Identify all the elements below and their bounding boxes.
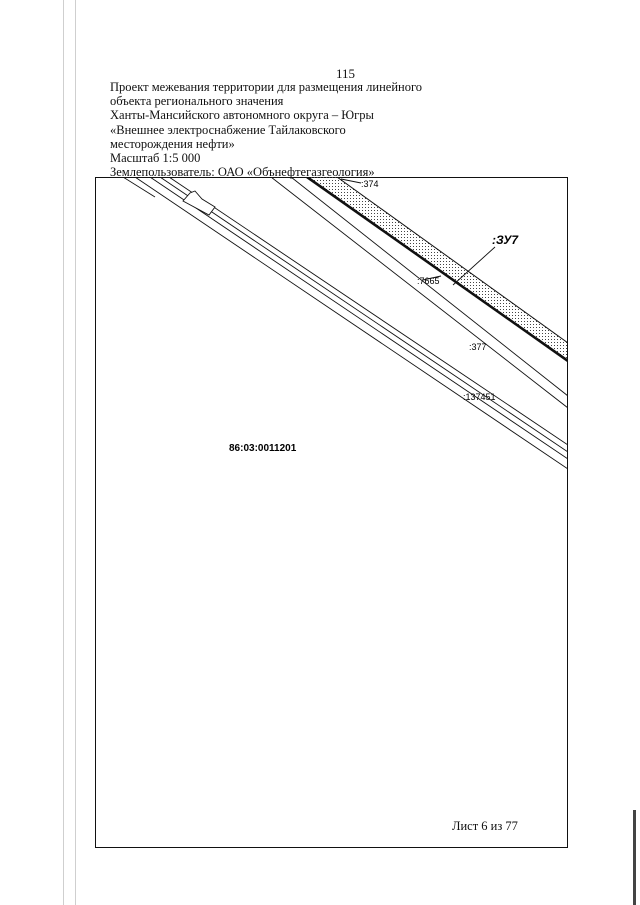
road-line-4 [134,177,568,470]
binding-margin-line [63,0,64,905]
header-line-3: Ханты-Мансийского автономного округа – Ю… [110,108,374,123]
scan-edge-mark [633,810,636,905]
binding-margin-line-inner [75,0,76,905]
road-line-2 [159,177,568,453]
boundary-map: :374 :ЗУ7 :7665 :377 :137451 86:03:00112… [95,177,568,848]
label-parcel-137451: :137451 [463,392,496,402]
header-line-2: объекта регионального значения [110,94,284,109]
label-parcel-7665: :7665 [417,276,440,286]
scale-line: Масштаб 1:5 000 [110,151,201,166]
road-line-5 [122,177,156,198]
label-parcel-374: :374 [361,179,379,189]
document-header: Проект межевания территории для размещен… [110,80,430,179]
header-line-4: «Внешнее электроснабжение Тайлаковского [110,122,346,137]
corridor-line-1 [290,177,568,397]
map-frame: :374 :ЗУ7 :7665 :377 :137451 86:03:00112… [95,177,568,848]
page-number: 115 [336,66,356,81]
leader-line-zu7 [452,246,496,286]
small-structure-rect [182,190,216,216]
label-parcel-zu7: :ЗУ7 [492,233,519,247]
corridor-line-2 [270,177,568,409]
sheet-number: Лист 6 из 77 [452,819,518,833]
road-line-1 [168,177,568,446]
header-line-1: Проект межевания территории для размещен… [110,80,423,94]
map-border [95,177,568,848]
road-line-3 [149,177,568,460]
header-line-5: месторождения нефти» [110,136,235,151]
label-cadastral-quarter: 86:03:0011201 [229,443,297,454]
leader-line-374 [340,178,362,184]
leader-line-7665 [422,275,442,281]
land-user-line: Землепользователь: ОАО «Обънефтегазгеоло… [110,165,375,180]
label-parcel-377: :377 [469,342,487,352]
parcel-zu7-boundary-thick [306,177,568,363]
parcel-zu7-boundary-thin [336,177,568,344]
